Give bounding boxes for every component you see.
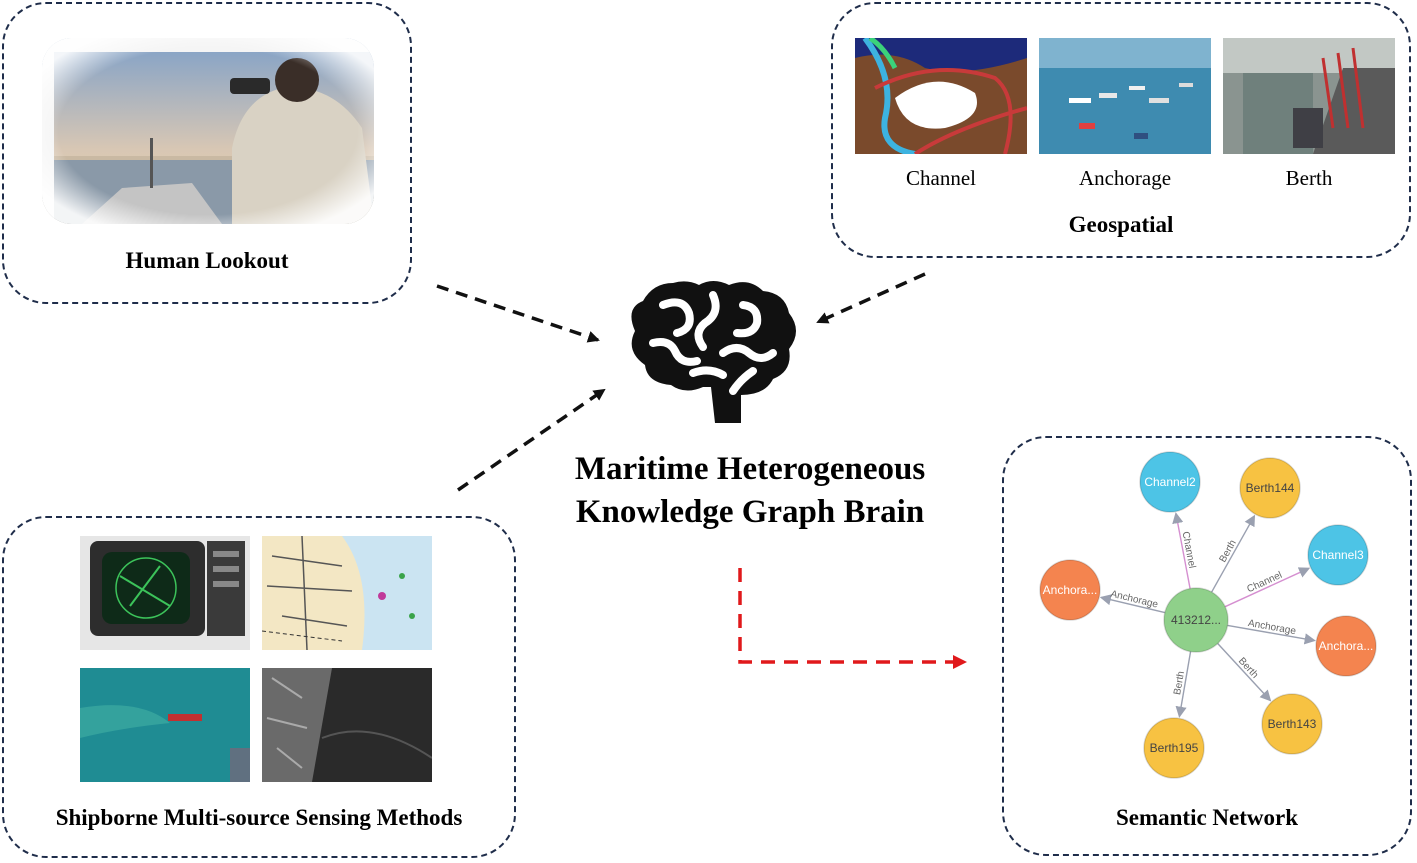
sensing-caption: Shipborne Multi-source Sensing Methods	[55, 805, 463, 830]
arrow-brain-to-semantic	[738, 568, 967, 669]
sar-image	[262, 668, 432, 782]
berth-label: Berth	[1285, 166, 1333, 190]
geospatial-caption: Geospatial	[1068, 212, 1174, 237]
brain-icon	[631, 281, 796, 423]
channel-map-image	[855, 38, 1027, 154]
geospatial-panel: Channel Anchorage Berth Geospatial	[831, 2, 1411, 258]
aerial-ship-photo	[80, 668, 250, 782]
graph-node-berth195[interactable]: Berth195	[1143, 717, 1205, 779]
sensing-panel: Shipborne Multi-source Sensing Methods	[2, 516, 516, 858]
arrow-lookout-to-brain	[436, 284, 600, 343]
svg-text:Anchora...: Anchora...	[1319, 639, 1374, 653]
human-lookout-caption: Human Lookout	[125, 248, 289, 273]
radar-photo	[80, 536, 250, 650]
brain-title-line1: Maritime Heterogeneous	[574, 451, 926, 487]
graph-edge-label-anchorage_right: Anchorage	[1247, 618, 1297, 637]
graph-node-channel3[interactable]: Channel3	[1307, 524, 1369, 586]
graph-edge-label-anchorage_left: Anchorage	[1109, 589, 1159, 611]
semantic-network-caption: Semantic Network	[1115, 805, 1299, 830]
svg-text:Berth144: Berth144	[1246, 481, 1295, 495]
graph-node-center[interactable]: 413212...	[1163, 587, 1229, 653]
graph-node-channel2[interactable]: Channel2	[1139, 451, 1201, 513]
graph-edge-berth143	[1217, 643, 1272, 702]
anchorage-label: Anchorage	[1078, 166, 1172, 190]
berth-photo	[1223, 38, 1395, 154]
svg-text:Channel2: Channel2	[1144, 475, 1196, 489]
electronic-chart-image	[262, 536, 432, 650]
graph-edge-berth144	[1211, 514, 1256, 593]
graph-node-berth144[interactable]: Berth144	[1239, 457, 1301, 519]
graph-node-berth143[interactable]: Berth143	[1261, 693, 1323, 755]
brain-title: Maritime Heterogeneous Knowledge Graph B…	[520, 448, 980, 534]
brain-title-line2: Knowledge Graph Brain	[575, 494, 925, 530]
svg-text:Berth143: Berth143	[1268, 717, 1317, 731]
human-lookout-panel: Human Lookout	[2, 2, 412, 304]
graph-node-anchorage_left[interactable]: Anchora...	[1039, 559, 1101, 621]
channel-label: Channel	[906, 166, 976, 190]
svg-text:Channel3: Channel3	[1312, 548, 1364, 562]
graph-node-anchorage_right[interactable]: Anchora...	[1315, 615, 1377, 677]
graph-edge-channel2	[1172, 512, 1191, 589]
arrow-geospatial-to-brain	[816, 272, 926, 324]
graph-edge-berth195	[1175, 651, 1192, 718]
lookout-photo	[42, 38, 374, 224]
graph-edge-anchorage_right	[1227, 624, 1316, 645]
svg-text:413212...: 413212...	[1171, 613, 1221, 627]
graph-edge-label-berth195: Berth	[1172, 670, 1187, 695]
svg-text:Anchora...: Anchora...	[1043, 583, 1098, 597]
graph-edge-channel3	[1224, 567, 1311, 608]
anchorage-photo	[1039, 38, 1211, 154]
graph-edge-label-berth144: Berth	[1218, 538, 1239, 564]
graph-edge-anchorage_left	[1099, 594, 1166, 614]
svg-text:Berth195: Berth195	[1150, 741, 1199, 755]
